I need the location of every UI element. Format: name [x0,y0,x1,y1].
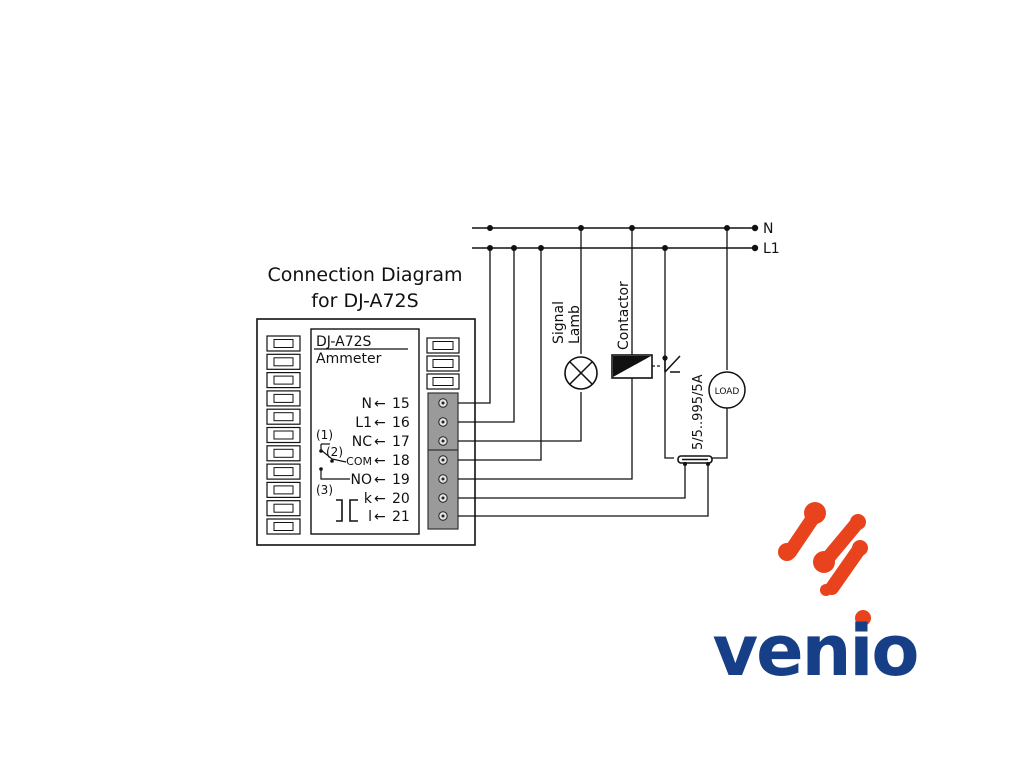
terminal-label: N [362,396,372,412]
load [708,371,746,409]
wire-k [458,466,686,499]
connector-slot [266,445,301,462]
connector-slot [426,373,460,390]
terminal-label: NC [352,434,372,450]
wire-no [458,378,633,480]
wire-com [458,248,542,461]
bus-lines [472,227,755,249]
connector-slot [266,481,301,498]
terminal-number: 19 [392,472,410,488]
relay-contact-dot [319,449,323,453]
terminal-number: 17 [392,434,410,450]
terminal-arrow: ← [374,472,386,488]
terminal-screw [438,511,448,521]
connector-slot [266,335,301,352]
connector-slot [426,337,460,354]
wires [458,228,728,517]
terminal-screws [438,398,448,521]
device-model-label: DJ-A72S [316,334,372,350]
diagram-title-line1: Connection Diagram [267,264,463,286]
contactor-contact [664,355,681,373]
ct-label: 5/5..995/5A [691,374,706,450]
connector-slot [266,408,301,425]
terminal-arrow: ← [374,509,386,525]
relay-marker-3: (3) [316,483,333,497]
terminal-screw [438,474,448,484]
terminal-label: COM [346,455,372,468]
wire-contact-line [664,248,674,459]
terminal-number: 18 [392,453,410,469]
contactor-coil-fill [613,356,651,377]
connector-slot [266,426,301,444]
bus-end-dot-l1 [751,244,759,252]
terminal-screw [438,417,448,427]
terminal-screw [438,493,448,503]
left-connector-stack [266,335,301,535]
bus-label-n: N [763,221,773,237]
terminal-label: k [364,491,373,507]
venio-logo-text: venio [712,610,917,692]
connector-slot [266,500,301,517]
device-label-panel [310,328,420,535]
load-label: LOAD [715,387,740,397]
terminal-arrow: ← [374,415,386,431]
junction-dots [487,225,730,251]
signal-lamp-label-1: Signal [551,301,567,344]
terminal-screw [438,436,448,446]
terminal-arrow: ← [374,396,386,412]
junction-dot [487,225,493,231]
terminal-number: 21 [392,509,410,525]
contactor-label: Contactor [616,281,632,350]
terminal-arrow: ← [374,453,386,469]
connector-slot [266,463,301,480]
signal-lamp-cross [569,361,593,385]
terminal-arrow: ← [374,491,386,507]
terminal-number: 15 [392,396,410,412]
ct-dot [706,462,710,466]
terminal-screw [438,455,448,465]
relay-marker-2: (2) [326,445,343,459]
venio-logo-mark [778,502,871,626]
terminal-arrow: ← [374,434,386,450]
relay-contact-dot [330,459,334,463]
terminal-label: l [368,509,372,525]
terminal-screw [438,398,448,408]
wire-n [458,248,491,404]
wire-l [458,466,709,517]
connector-slot [266,353,301,370]
device-type-label: Ammeter [316,351,382,367]
ct-dot [683,462,687,466]
connector-slot [266,518,301,535]
terminal-number: 16 [392,415,410,431]
terminal-label: L1 [355,415,372,431]
bus-end-dot-n [751,224,759,232]
relay-contact-dot [319,467,323,471]
terminal-label: NO [351,472,373,488]
diagram-title-line2: for DJ-A72S [311,290,419,312]
ct-input-symbol [336,499,358,522]
signal-lamp-label-2: Lamb [567,305,583,344]
relay-marker-1: (1) [316,428,333,442]
wire-l1 [458,248,515,423]
connector-slot [266,372,301,389]
relay-contact-symbol [320,443,350,480]
connector-slot [266,390,301,407]
bus-label-l1: L1 [763,241,780,257]
terminal-number: 20 [392,491,410,507]
connector-slot [426,355,460,372]
right-connector-stack [426,337,460,390]
wire-nc [458,392,582,442]
wire-load-bottom [712,408,728,459]
